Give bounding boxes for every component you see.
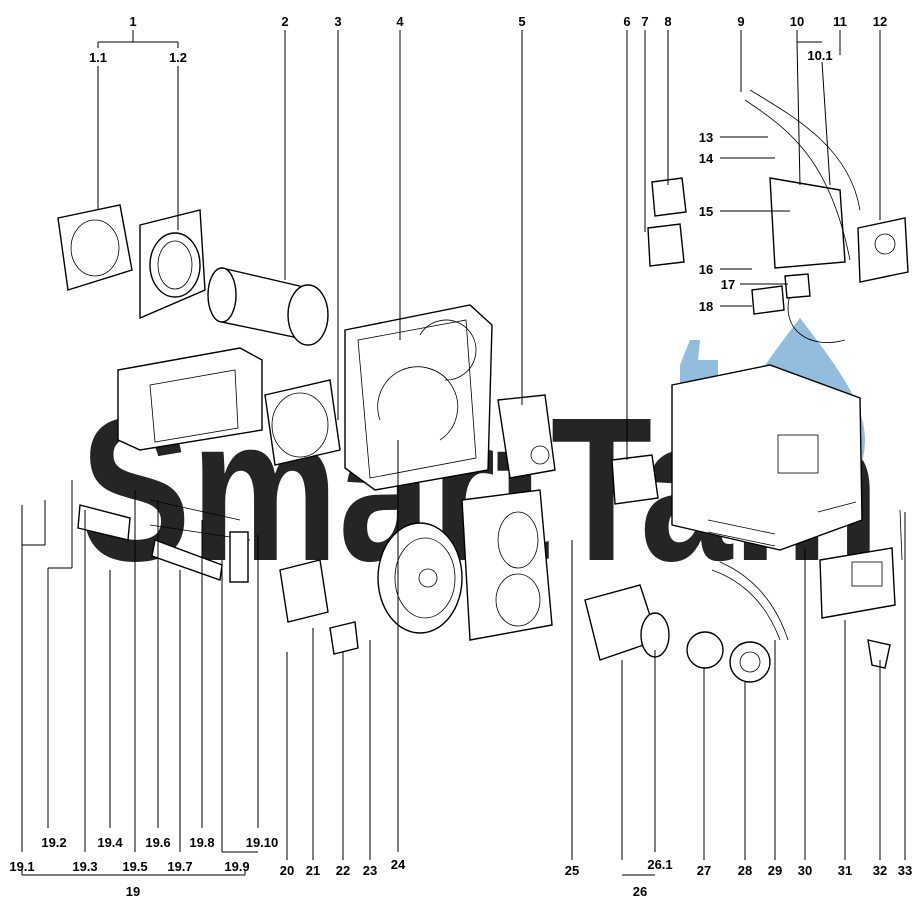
label-13: 13 [699, 130, 713, 145]
part-31-panel [819, 547, 896, 619]
part-28-pump-head [729, 641, 771, 683]
label-30: 30 [798, 863, 812, 878]
label-18: 18 [699, 299, 713, 314]
part-22-clip [329, 621, 359, 655]
label-15: 15 [699, 204, 713, 219]
leader-lines [21, 30, 906, 876]
part-24-fan-wheel [377, 522, 463, 634]
part-33-screw [899, 509, 903, 561]
label-28: 28 [738, 863, 752, 878]
part-1-2-flange [139, 209, 206, 320]
label-1-1: 1.1 [89, 50, 107, 65]
label-19-1: 19.1 [9, 859, 34, 874]
label-19-5: 19.5 [122, 859, 147, 874]
label-33: 33 [898, 863, 912, 878]
part-25-plate [461, 489, 553, 641]
part-18-plug [751, 285, 785, 315]
part-3-housing [344, 304, 493, 491]
label-16: 16 [699, 262, 713, 277]
part-6-control-box [611, 454, 659, 505]
label-23: 23 [363, 863, 377, 878]
part-32-fitting [867, 639, 891, 669]
label-21: 21 [306, 863, 320, 878]
label-25: 25 [565, 863, 579, 878]
label-31: 31 [838, 863, 852, 878]
label-22: 22 [336, 863, 350, 878]
part-27-coupling [686, 631, 724, 669]
part-17-plug [784, 273, 811, 299]
part-29-hoses [711, 561, 789, 641]
label-1: 1 [129, 14, 136, 29]
part-air-box [117, 347, 263, 451]
label-19-9: 19.9 [224, 859, 249, 874]
label-10: 10 [790, 14, 804, 29]
label-27: 27 [697, 863, 711, 878]
part-12-box [857, 217, 909, 283]
label-8: 8 [664, 14, 671, 29]
label-2: 2 [281, 14, 288, 29]
label-14: 14 [699, 151, 714, 166]
label-20: 20 [280, 863, 294, 878]
label-19-6: 19.6 [145, 835, 170, 850]
label-26: 26 [633, 884, 647, 899]
part-8-relay [651, 177, 687, 217]
part-intake-cover [264, 379, 341, 466]
part-26-motor [584, 584, 670, 661]
label-26-1: 26.1 [647, 857, 672, 872]
label-10-1: 10.1 [807, 48, 832, 63]
label-19: 19 [126, 884, 140, 899]
part-2-blast-tube [207, 267, 329, 346]
label-9: 9 [737, 14, 744, 29]
part-30-cover [671, 364, 863, 551]
label-1-2: 1.2 [169, 50, 187, 65]
part-20-bracket [279, 559, 329, 623]
part-1-1-gasket [57, 204, 133, 291]
label-4: 4 [396, 14, 404, 29]
label-6: 6 [623, 14, 630, 29]
label-3: 3 [334, 14, 341, 29]
label-19-3: 19.3 [72, 859, 97, 874]
label-7: 7 [641, 14, 648, 29]
label-19-10: 19.10 [246, 835, 279, 850]
label-29: 29 [768, 863, 782, 878]
label-19-8: 19.8 [189, 835, 214, 850]
label-19-4: 19.4 [97, 835, 123, 850]
part-19-nozzle-assembly [77, 499, 251, 583]
label-11: 11 [833, 14, 847, 29]
part-15-control-assembly [744, 89, 861, 343]
part-5-bracket [497, 394, 556, 479]
label-24: 24 [391, 857, 406, 872]
label-5: 5 [518, 14, 525, 29]
label-12: 12 [873, 14, 887, 29]
label-17: 17 [721, 277, 735, 292]
label-32: 32 [873, 863, 887, 878]
label-19-7: 19.7 [167, 859, 192, 874]
part-7-relay [647, 223, 685, 267]
label-19-2: 19.2 [41, 835, 66, 850]
callout-labels: 1 1.1 1.2 2 3 4 5 6 7 8 9 10 10.1 11 12 … [9, 14, 912, 899]
